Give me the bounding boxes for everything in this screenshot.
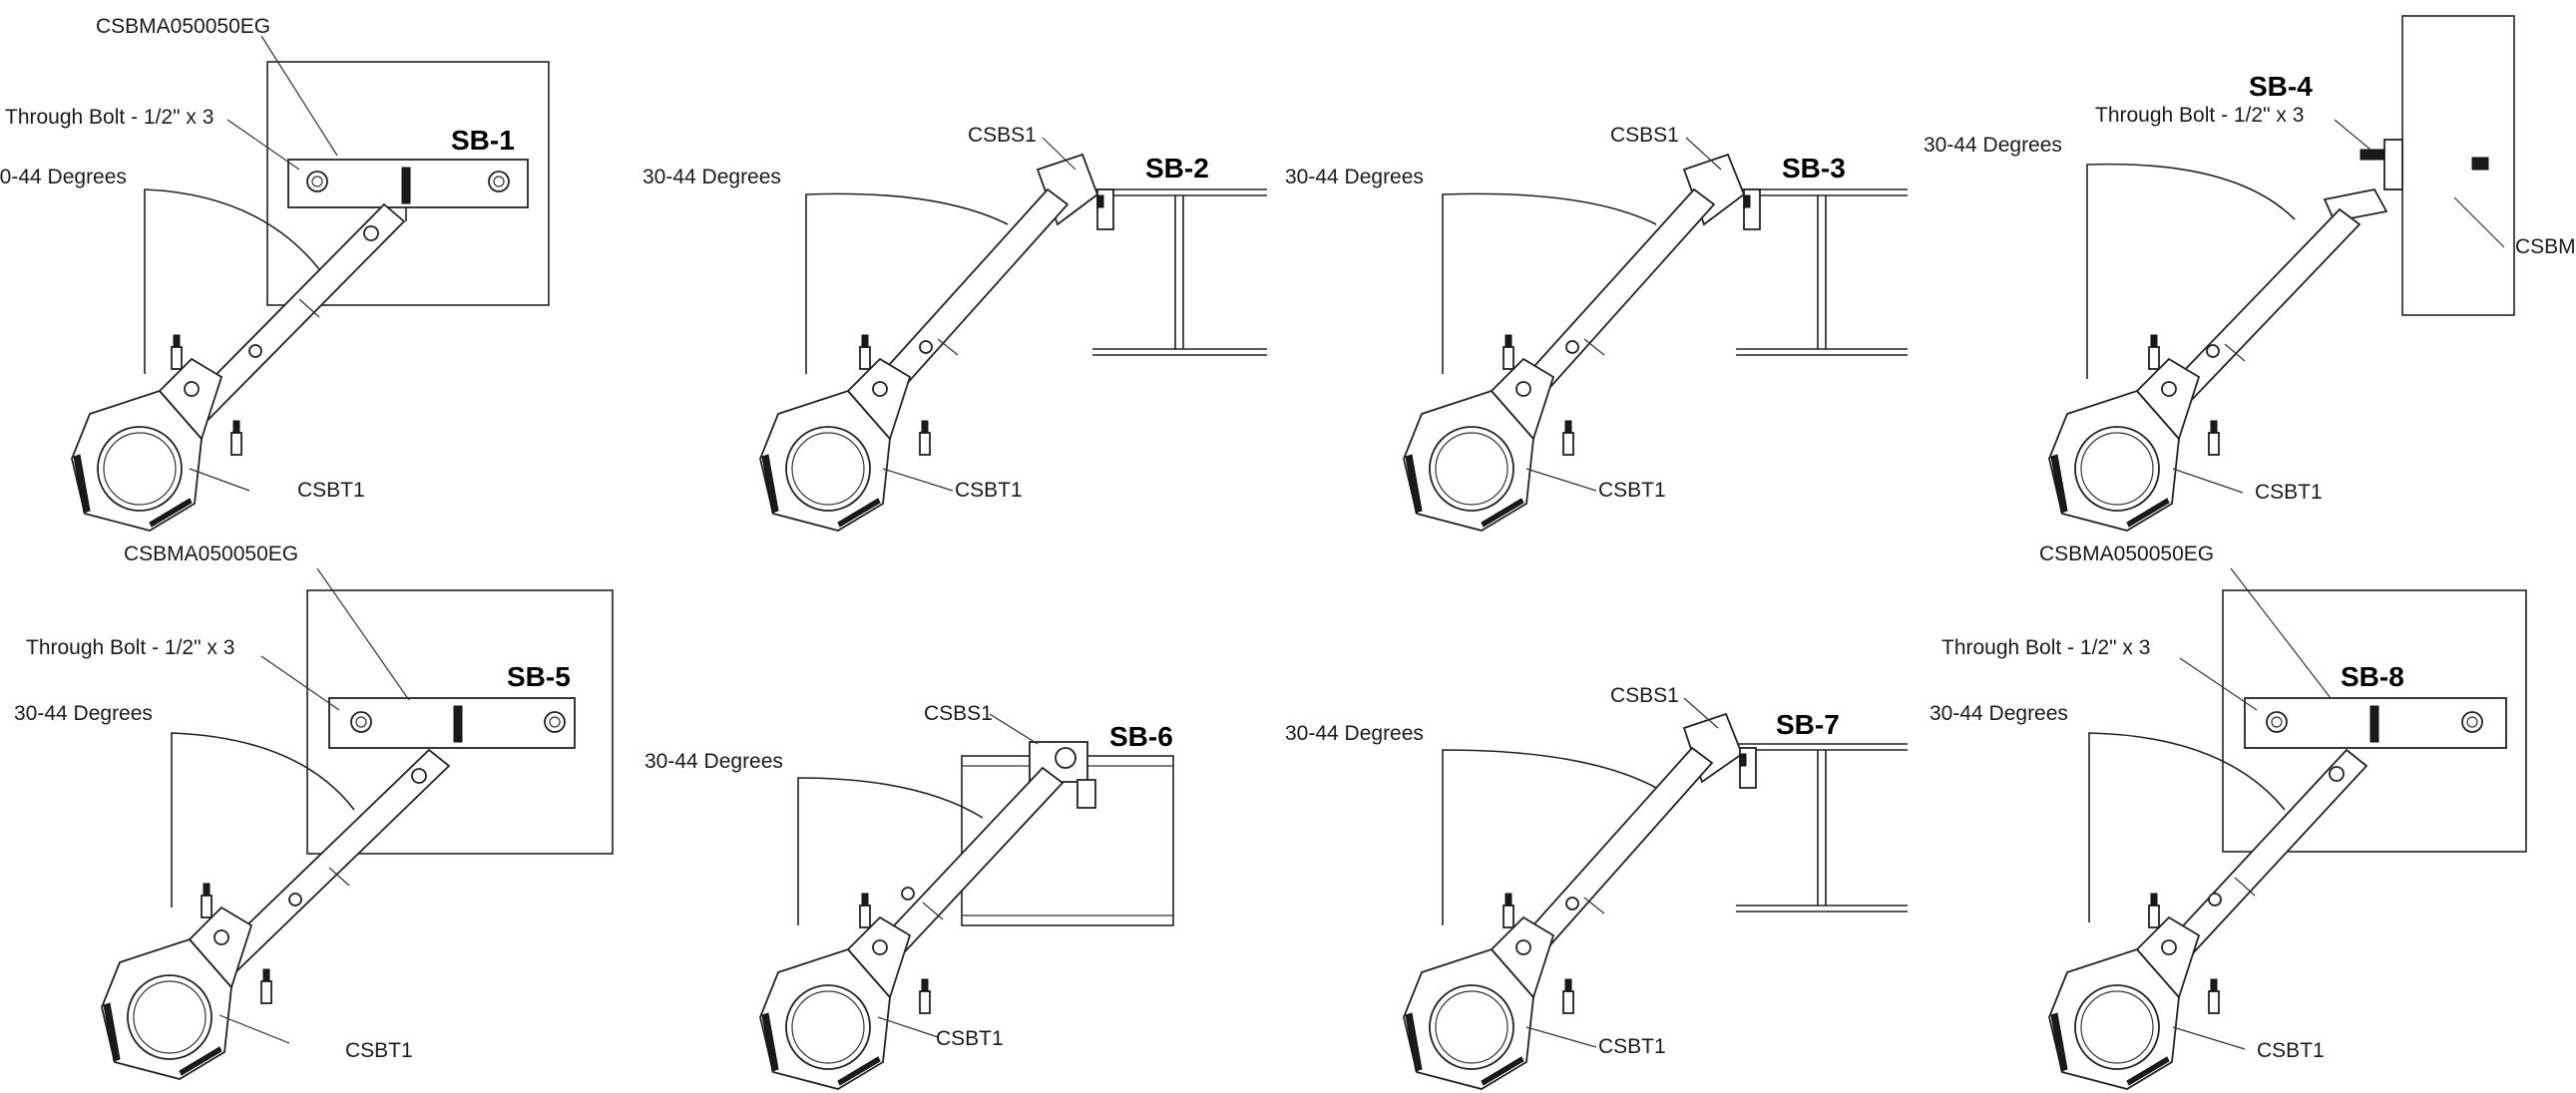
plate-callout: CSBMA050050EG — [2039, 543, 2214, 565]
mounting-surface — [266, 61, 550, 306]
panel-sb-7: CSBS1 30-44 Degrees CSBT1 SB-7 — [1285, 684, 1908, 1090]
bolt-callout: Through Bolt - 1/2" x 3 — [26, 636, 234, 659]
angle-callout: 30-44 Degrees — [1285, 722, 1424, 745]
mounting-surface — [306, 589, 614, 855]
tube-callout: CSBT1 — [936, 1027, 1004, 1050]
wall-section — [2401, 15, 2515, 316]
tube-callout: CSBT1 — [955, 479, 1023, 502]
angle-callout: 30-44 Degrees — [1924, 134, 2062, 157]
angle-callout: 30-44 Degrees — [0, 166, 127, 188]
panel-sb-4: Through Bolt - 1/2" x 3 30-44 Degrees CS… — [1924, 15, 2576, 532]
tube-callout: CSBT1 — [1598, 1035, 1666, 1058]
i-beam — [1736, 188, 1908, 356]
angle-callout: 30-44 Degrees — [643, 166, 781, 188]
i-beam — [1736, 743, 1908, 912]
clamp-callout: CSBS1 — [924, 702, 993, 725]
panel-title: SB-4 — [2249, 71, 2313, 102]
panel-sb-5: CSBMA050050EG Through Bolt - 1/2" x 3 30… — [14, 543, 614, 1080]
panel-sb-1: CSBMA050050EG Through Bolt - 1/2" x 3 30… — [0, 15, 550, 532]
clamp-callout: CSBT1 — [2257, 1039, 2325, 1062]
bolt-callout: Through Bolt - 1/2" x 3 — [1941, 636, 2150, 659]
panel-sb-6: CSBS1 30-44 Degrees CSBT1 SB-6 — [644, 702, 1174, 1090]
panel-title: SB-7 — [1776, 709, 1840, 740]
angle-callout: 30-44 Degrees — [1285, 166, 1424, 188]
angle-callout: 30-44 Degrees — [644, 750, 783, 773]
panel-title: SB-6 — [1109, 721, 1173, 752]
panel-title: SB-5 — [507, 661, 571, 692]
panel-sb-3: CSBS1 30-44 Degrees CSBT1 SB-3 — [1285, 124, 1908, 532]
mounting-surface — [2222, 589, 2527, 853]
panel-sb-8: CSBMA050050EG Through Bolt - 1/2" x 3 30… — [1930, 543, 2527, 1090]
bolt-callout: Through Bolt - 1/2" x 3 — [2095, 104, 2304, 127]
plate-callout: CSBM — [2515, 235, 2576, 258]
angle-callout: 30-44 Degrees — [14, 702, 153, 725]
clamp-callout: CSBS1 — [968, 124, 1037, 147]
clamp-callout: CSBT1 — [2255, 481, 2323, 504]
clamp-callout: CSBT1 — [345, 1039, 413, 1062]
panel-title: SB-8 — [2341, 661, 2404, 692]
i-beam — [1092, 188, 1267, 356]
panel-title: SB-2 — [1145, 153, 1209, 183]
clamp-callout: CSBT1 — [297, 479, 365, 502]
plate-callout: CSBMA050050EG — [96, 15, 270, 38]
bolt-callout: Through Bolt - 1/2" x 3 — [5, 106, 214, 129]
panel-title: SB-1 — [451, 125, 515, 156]
panel-sb-2: CSBS1 30-44 Degrees CSBT1 SB-2 — [643, 124, 1267, 532]
panel-title: SB-3 — [1782, 153, 1846, 183]
tube-callout: CSBT1 — [1598, 479, 1666, 502]
angle-callout: 30-44 Degrees — [1930, 702, 2068, 725]
clamp-callout: CSBS1 — [1610, 124, 1679, 147]
clamp-callout: CSBS1 — [1610, 684, 1679, 707]
plate-callout: CSBMA050050EG — [124, 543, 298, 565]
